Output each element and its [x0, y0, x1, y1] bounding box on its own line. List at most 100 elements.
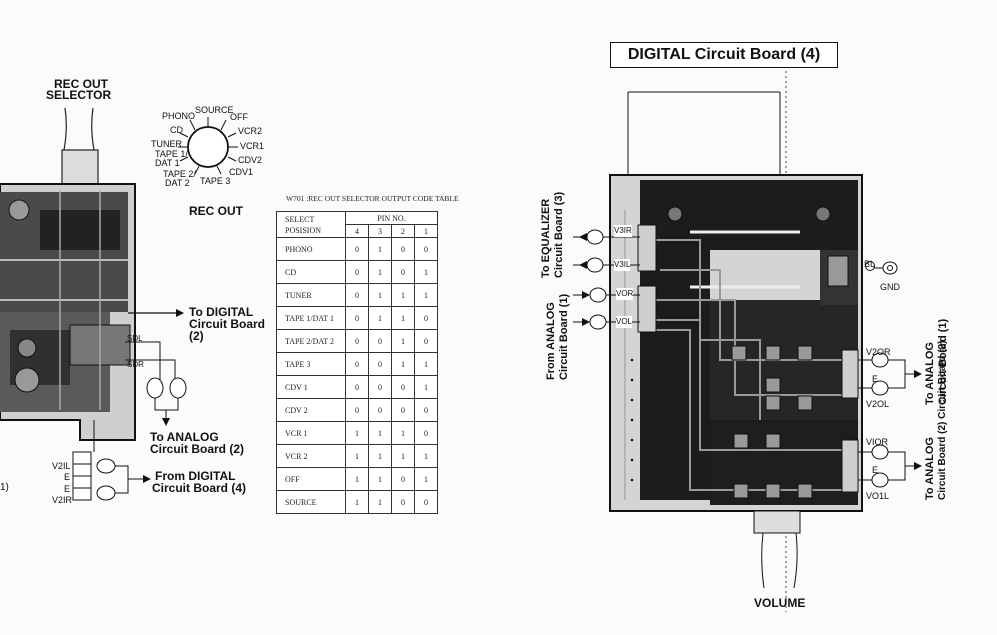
rec-out-selector-shaft — [61, 107, 99, 185]
row-val: 0 — [368, 398, 392, 422]
row-val: 1 — [368, 444, 392, 468]
from-analog-plugs — [573, 287, 640, 330]
digital-board-title: DIGITAL Circuit Board (4) — [610, 42, 838, 68]
bl-label: BL — [864, 259, 876, 269]
pin-v3il: V3IL — [614, 259, 631, 271]
row-val: 0 — [345, 352, 369, 376]
header-select: SELECT POSISION — [276, 211, 346, 238]
pin-1: 1 — [414, 224, 438, 238]
dial-cdv1: CDV1 — [229, 167, 254, 177]
row-val: 1 — [345, 444, 369, 468]
row-val: 0 — [345, 398, 369, 422]
edge-label: 1) — [0, 482, 9, 493]
selector-title-line2: SELECTOR — [46, 88, 112, 102]
row-val: 1 — [368, 421, 392, 445]
row-val: 0 — [368, 329, 392, 353]
rec-out-dial — [178, 117, 238, 175]
row-val: 1 — [368, 490, 392, 514]
to-analog2-line2: Circuit Board (2) Circuit Board (2) — [937, 340, 948, 500]
row-val: 1 — [345, 467, 369, 491]
v2or-label: V2OR — [866, 347, 891, 357]
pcb-label-sdr: SDR — [127, 360, 144, 369]
row-val: 1 — [345, 490, 369, 514]
dial-tape2: TAPE 2/ — [163, 169, 196, 179]
row-val: 0 — [368, 352, 392, 376]
dial-cdv2: CDV2 — [238, 155, 263, 165]
row-val: 0 — [391, 375, 415, 399]
to-digital-line2: Circuit Board — [189, 317, 266, 331]
to-analog-line2: Circuit Board (2) — [150, 442, 245, 456]
row-val: 0 — [368, 375, 392, 399]
row-val: 1 — [368, 237, 392, 261]
header-select-line2: POSISION — [285, 225, 322, 235]
row-pos: CD — [276, 260, 346, 284]
row-val: 0 — [391, 260, 415, 284]
from-analog-line2: Circuit Board (1) — [558, 293, 570, 380]
gnd-label: GND — [880, 282, 900, 292]
pin-vol: VOL — [616, 316, 633, 328]
row-pos: VCR 2 — [276, 444, 346, 468]
from-analog-line1: From ANALOG — [545, 302, 557, 380]
row-val: 0 — [391, 490, 415, 514]
e-label-1: E — [872, 374, 879, 384]
rec-out-label: REC OUT — [189, 204, 243, 218]
row-val: 1 — [414, 467, 438, 491]
to-analog2-line1: To ANALOG — [924, 437, 936, 500]
row-val: 0 — [414, 398, 438, 422]
row-val: 1 — [368, 283, 392, 307]
pin-v2il: V2IL — [52, 461, 71, 471]
row-pos: CDV 1 — [276, 375, 346, 399]
row-val: 1 — [414, 444, 438, 468]
row-val: 1 — [391, 306, 415, 330]
to-equalizer-line1: To EQUALIZER — [540, 198, 552, 278]
dial-tape1: TAPE 1/ — [155, 149, 188, 159]
row-pos: TAPE 1/DAT 1 — [276, 306, 346, 330]
gnd-terminal — [865, 261, 898, 275]
row-val: 0 — [414, 329, 438, 353]
dial-phono: PHONO — [162, 111, 196, 121]
e-label-2: E — [872, 465, 879, 475]
row-val: 1 — [414, 375, 438, 399]
row-val: 0 — [391, 237, 415, 261]
row-val: 0 — [391, 398, 415, 422]
dial-vcr2: VCR2 — [238, 126, 263, 136]
row-val: 1 — [414, 283, 438, 307]
pin-e2: E — [64, 484, 71, 494]
to-digital-arrow — [128, 309, 184, 317]
header-select-line1: SELECT — [285, 214, 315, 224]
dial-tape3: TAPE 3 — [200, 176, 231, 186]
header-pin: PIN NO. — [345, 211, 438, 225]
dial-vcr1: VCR1 — [240, 141, 265, 151]
from-digital-connector — [72, 420, 151, 501]
to-digital-line3: (2) — [189, 329, 204, 343]
pin-4: 4 — [345, 224, 369, 238]
row-pos: CDV 2 — [276, 398, 346, 422]
row-val: 0 — [345, 283, 369, 307]
row-val: 1 — [345, 421, 369, 445]
to-equalizer-line2: Circuit Board (3) — [553, 191, 565, 278]
left-pcb — [0, 183, 136, 441]
pin-v2ir: V2IR — [52, 495, 73, 505]
row-val: 1 — [391, 352, 415, 376]
row-val: 0 — [414, 237, 438, 261]
to-analog-line1: To ANALOG — [150, 430, 219, 444]
voil-label: VO1L — [866, 491, 890, 501]
row-pos: TAPE 3 — [276, 352, 346, 376]
row-pos: SOURCE — [276, 490, 346, 514]
pin-v3ir: V3IR — [614, 225, 632, 237]
vior-label: VIOR — [866, 437, 889, 447]
row-pos: TUNER — [276, 283, 346, 307]
code-table-caption: W701 :REC OUT SELECTOR OUTPUT CODE TABLE — [286, 194, 459, 203]
